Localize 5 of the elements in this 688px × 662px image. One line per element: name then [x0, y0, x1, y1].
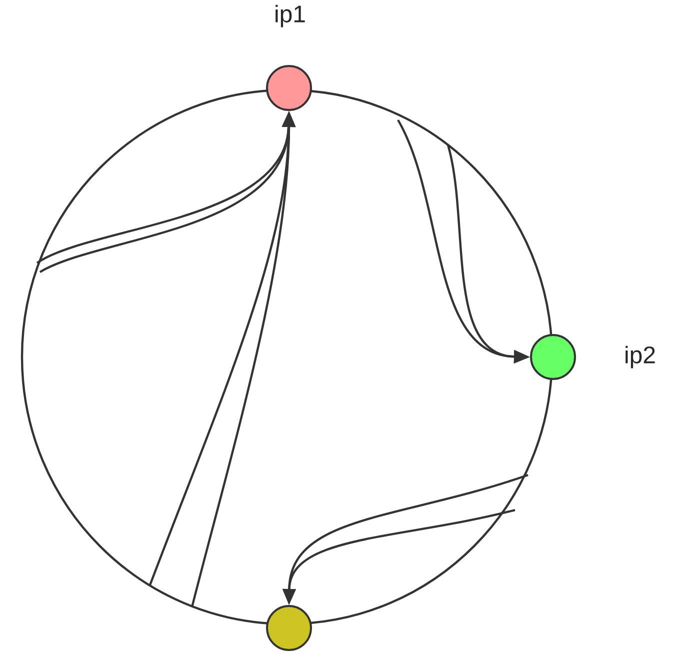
- node-label: ip2: [626, 346, 655, 368]
- circle-marker: [530, 334, 576, 380]
- circle-marker: [266, 65, 312, 111]
- circle-marker: [266, 605, 312, 651]
- node-label: ip1: [276, 4, 305, 28]
